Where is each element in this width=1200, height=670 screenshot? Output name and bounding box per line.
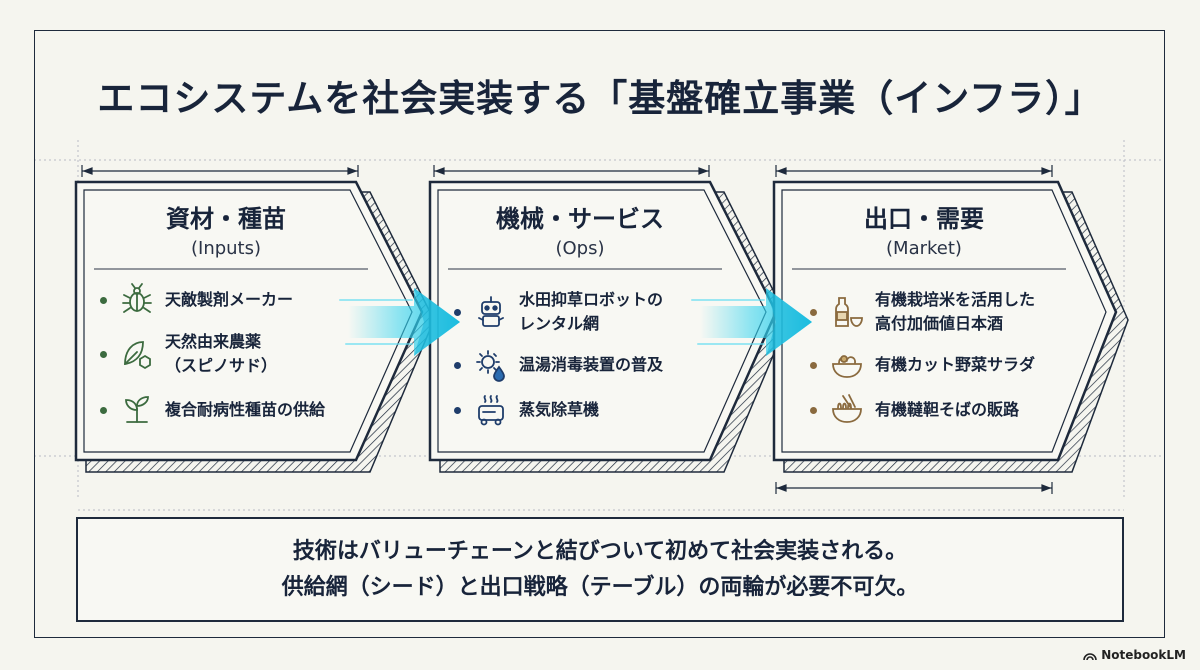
summary-message-box: 技術はバリューチェーンと結びついて初めて社会実装される。 供給網（シード）と出口…	[76, 517, 1124, 622]
salad-bowl-icon	[832, 355, 862, 378]
item-text: 水田抑草ロボットの	[519, 290, 664, 309]
brand-watermark: NotebookLM	[1083, 648, 1186, 662]
list-item-natural-pesticide: 天然由来農薬 （スピノサド）	[100, 330, 277, 378]
summary-line-2: 供給網（シード）と出口戦略（テーブル）の両輪が必要不可欠。	[281, 574, 919, 600]
chevron-panels	[74, 180, 1118, 462]
flow-arrow-2	[691, 288, 812, 356]
item-text: 複合耐病性種苗の供給	[165, 400, 326, 419]
item-text: 高付加価値日本酒	[875, 314, 1004, 333]
seedling-icon	[125, 396, 149, 423]
column-heading: 資材・種苗	[166, 205, 286, 233]
chevron-inputs	[74, 180, 424, 462]
beetle-icon	[122, 283, 152, 313]
column-subheading: (Inputs)	[190, 238, 262, 259]
noodle-bowl-icon	[832, 394, 862, 423]
bullet	[810, 308, 817, 316]
item-text: 天敵製剤メーカー	[165, 290, 294, 309]
bullet	[454, 361, 461, 369]
bullet	[454, 406, 461, 414]
chevron-market	[772, 180, 1118, 462]
flow-arrow-1	[339, 288, 460, 356]
list-item-salad: 有機カット野菜サラダ	[810, 347, 1035, 383]
item-text: （スピノサド）	[165, 356, 278, 375]
steam-machine-icon	[478, 395, 504, 426]
column-heading: 機械・サービス	[496, 205, 664, 233]
list-item-hot-water-disinfection: 温湯消毒装置の普及	[454, 347, 663, 383]
item-text: 天然由来農薬	[165, 332, 262, 351]
summary-line-1: 技術はバリューチェーンと結びついて初めて社会実装される。	[292, 538, 908, 564]
robot-icon	[478, 296, 504, 327]
column-subheading: (Market)	[886, 238, 962, 259]
item-text: レンタル網	[519, 314, 600, 333]
outer-frame	[34, 30, 1165, 638]
gear-water-icon	[476, 350, 505, 382]
bullet	[100, 406, 107, 414]
brand-name: NotebookLM	[1101, 648, 1186, 662]
item-text: 温湯消毒装置の普及	[519, 355, 664, 374]
list-item-natural-enemy: 天敵製剤メーカー	[100, 282, 293, 318]
item-text: 蒸気除草機	[519, 400, 600, 419]
column-subheading: (Ops)	[555, 238, 605, 259]
item-text: 有機韃靼そばの販路	[875, 400, 1020, 419]
list-item-seed-supply: 複合耐病性種苗の供給	[100, 392, 325, 428]
bullet	[810, 361, 817, 369]
list-item-soba: 有機韃靼そばの販路	[810, 392, 1019, 428]
list-item-steam-weeder: 蒸気除草機	[454, 392, 599, 428]
notebooklm-logo-icon	[1083, 653, 1097, 660]
column-header-ops: 機械・サービス (Ops)	[440, 199, 720, 259]
dimension-markers	[81, 165, 1053, 494]
column-header-market: 出口・需要 (Market)	[784, 199, 1064, 259]
page-title: エコシステムを社会実装する「基盤確立事業（インフラ）」	[97, 77, 1103, 120]
bullet	[454, 308, 461, 316]
item-text: 有機カット野菜サラダ	[875, 355, 1036, 374]
bullet	[810, 406, 817, 414]
chevron-ops	[428, 180, 778, 462]
bullet	[100, 296, 107, 304]
list-item-sake: 有機栽培米を活用した 高付加価値日本酒	[810, 288, 1035, 336]
column-header-inputs: 資材・種苗 (Inputs)	[86, 199, 366, 259]
sake-bottle-icon	[835, 297, 863, 327]
list-item-weeding-robot: 水田抑草ロボットの レンタル網	[454, 288, 663, 336]
leaf-molecule-icon	[124, 341, 151, 370]
bullet	[100, 350, 107, 358]
item-text: 有機栽培米を活用した	[875, 290, 1036, 309]
column-heading: 出口・需要	[864, 205, 984, 233]
